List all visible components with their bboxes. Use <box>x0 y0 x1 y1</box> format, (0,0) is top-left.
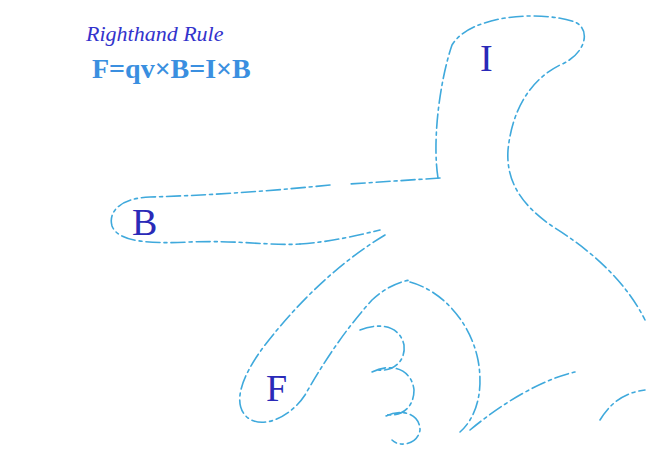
index-finger-outline <box>111 178 440 244</box>
diagram-title: Righthand Rule <box>86 22 223 46</box>
curled-fingers-outline <box>360 282 480 444</box>
current-label: I <box>480 38 493 80</box>
index-finger-underside <box>300 230 380 244</box>
wrist-outline <box>470 372 645 430</box>
thumb-outline <box>436 16 645 320</box>
force-formula: F=qv×B=I×B <box>92 54 251 85</box>
middle-finger-outline <box>240 235 410 422</box>
field-label: B <box>132 202 157 244</box>
force-label: F <box>266 368 287 410</box>
